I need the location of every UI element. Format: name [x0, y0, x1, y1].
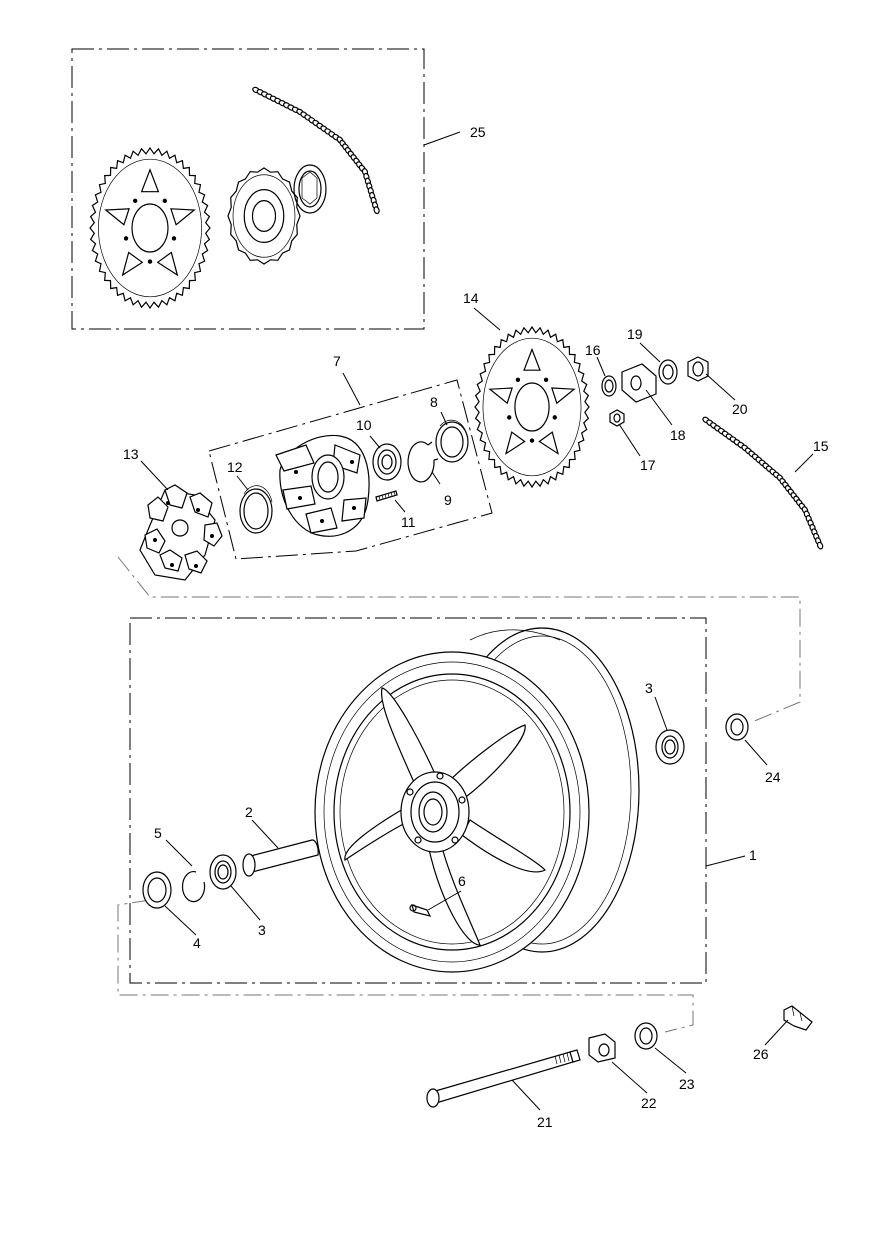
callout-20: 20	[732, 401, 748, 417]
callout-12: 12	[227, 459, 243, 475]
callout-18: 18	[670, 427, 686, 443]
callout-6: 6	[458, 873, 466, 889]
callout-22: 22	[641, 1095, 657, 1111]
wheel-icon	[314, 627, 640, 973]
group-box-25	[71, 48, 425, 330]
group-box-7	[208, 379, 493, 560]
callout-11: 11	[401, 514, 416, 530]
leader-lines	[140, 131, 814, 1111]
seal-icon	[435, 419, 469, 463]
bearing-icon	[372, 443, 402, 481]
chain-icon	[252, 86, 380, 215]
callout-3-right: 3	[645, 680, 653, 696]
washer-icon	[601, 375, 617, 397]
connector-lines	[117, 556, 801, 1033]
callout-25: 25	[470, 124, 486, 140]
washer-icon	[658, 359, 678, 385]
callout-1: 1	[749, 847, 757, 863]
sprocket-icon	[89, 146, 211, 310]
spacer-ring-icon	[239, 485, 273, 534]
stud-icon	[375, 490, 398, 502]
callout-17: 17	[640, 457, 656, 473]
group-box-1	[129, 617, 707, 984]
sprocket-carrier-icon	[275, 434, 370, 537]
nut-icon	[609, 409, 625, 427]
spacer-tube-icon	[242, 839, 319, 877]
callout-8: 8	[430, 394, 438, 410]
bearing-icon	[655, 729, 685, 765]
callout-26: 26	[753, 1046, 769, 1062]
callout-9: 9	[444, 492, 452, 508]
circlip-icon	[181, 871, 206, 903]
nut-icon	[687, 356, 709, 382]
axle-icon	[426, 1049, 581, 1108]
circlip-icon	[407, 441, 439, 483]
seal-icon	[142, 871, 172, 909]
callout-24: 24	[765, 769, 781, 785]
callout-3-left: 3	[258, 922, 266, 938]
callout-4: 4	[193, 935, 201, 951]
callout-16: 16	[585, 342, 601, 358]
callout-labels: 25 7 8 9 10 11 12 13 14 15 16 17 18 19 2…	[123, 124, 829, 1130]
valve-icon	[409, 904, 432, 917]
callout-13: 13	[123, 446, 139, 462]
callout-2: 2	[245, 804, 253, 820]
spacer-icon	[634, 1022, 658, 1050]
cush-rubber-icon	[139, 484, 223, 581]
sprocket-icon	[474, 325, 590, 489]
callout-15: 15	[813, 438, 829, 454]
callout-19: 19	[627, 326, 643, 342]
sprocket-icon	[227, 167, 301, 265]
bearing-icon	[209, 854, 237, 890]
adjuster-block-icon	[588, 1033, 616, 1063]
callout-14: 14	[463, 290, 479, 306]
spacer-icon	[725, 713, 749, 741]
callout-10: 10	[356, 417, 372, 433]
callout-7: 7	[333, 353, 341, 369]
callout-21: 21	[537, 1114, 553, 1130]
retainer-plate-icon	[293, 164, 327, 214]
callout-5: 5	[154, 825, 162, 841]
chain-icon	[702, 416, 824, 550]
callout-23: 23	[679, 1076, 695, 1092]
clip-icon	[783, 1005, 813, 1031]
